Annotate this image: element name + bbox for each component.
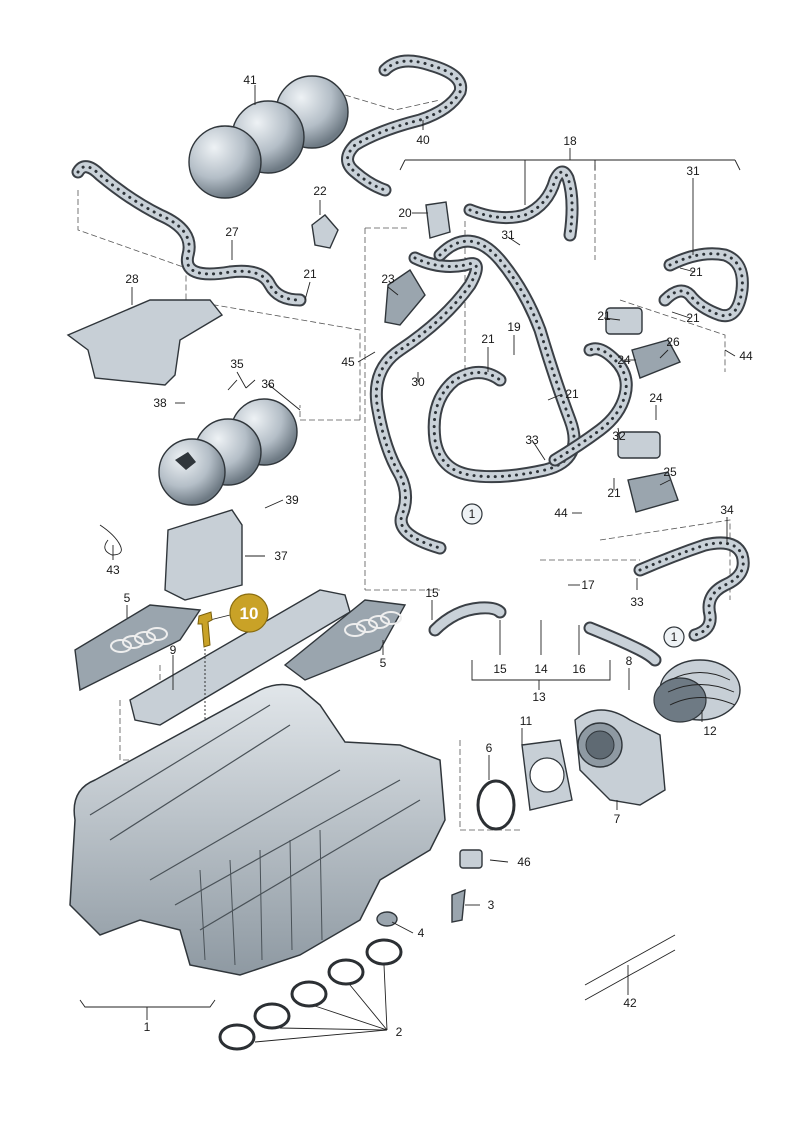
gasket-11 bbox=[521, 739, 573, 811]
label-21e: 21 bbox=[481, 332, 495, 346]
reservoir-35 bbox=[158, 398, 298, 506]
clip-22 bbox=[311, 214, 339, 249]
label-18: 18 bbox=[563, 134, 577, 148]
label-14: 14 bbox=[534, 662, 548, 676]
cable-ties-42 bbox=[584, 934, 676, 1001]
label-43: 43 bbox=[106, 563, 120, 577]
bracket-37 bbox=[164, 509, 243, 601]
label-28: 28 bbox=[125, 272, 139, 286]
intake-hose-12 bbox=[653, 659, 741, 723]
bracket-23 bbox=[384, 269, 426, 326]
label-46: 46 bbox=[517, 855, 531, 869]
label-33a: 33 bbox=[525, 433, 539, 447]
seal-rings bbox=[218, 779, 516, 1051]
label-1: 1 bbox=[144, 1020, 151, 1034]
label-21f: 21 bbox=[565, 387, 579, 401]
ref-circle-a bbox=[461, 503, 483, 525]
label-40: 40 bbox=[416, 133, 430, 147]
covers-5 bbox=[74, 599, 407, 692]
label-11: 11 bbox=[520, 714, 533, 728]
label-7: 7 bbox=[614, 812, 621, 826]
label-5b: 5 bbox=[380, 656, 387, 670]
ref-circle-b bbox=[663, 626, 685, 648]
label-21g: 21 bbox=[607, 486, 621, 500]
label-41: 41 bbox=[243, 73, 257, 87]
label-15a: 15 bbox=[425, 586, 439, 600]
throttle-body-7 bbox=[574, 709, 666, 806]
label-5a: 5 bbox=[124, 591, 131, 605]
label-27: 27 bbox=[225, 225, 239, 239]
label-24a: 24 bbox=[617, 353, 631, 367]
label-30: 30 bbox=[411, 375, 425, 389]
label-33b: 33 bbox=[630, 595, 644, 609]
label-44b: 44 bbox=[554, 506, 568, 520]
label-12: 12 bbox=[703, 724, 717, 738]
label-1-ref-b: 1 bbox=[671, 630, 678, 644]
label-36: 36 bbox=[261, 377, 275, 391]
label-6: 6 bbox=[486, 741, 493, 755]
label-3: 3 bbox=[488, 898, 495, 912]
highlight-badge: 10 bbox=[229, 593, 269, 633]
label-1-ref-a: 1 bbox=[469, 507, 476, 521]
bracket-28 bbox=[66, 299, 224, 386]
label-13: 13 bbox=[532, 690, 546, 704]
label-21a: 21 bbox=[689, 265, 703, 279]
label-39: 39 bbox=[285, 493, 299, 507]
label-23: 23 bbox=[381, 272, 395, 286]
label-37: 37 bbox=[274, 549, 288, 563]
label-21b: 21 bbox=[303, 267, 317, 281]
label-42: 42 bbox=[623, 996, 637, 1010]
label-35: 35 bbox=[230, 357, 244, 371]
label-22: 22 bbox=[313, 184, 327, 198]
label-8: 8 bbox=[626, 654, 633, 668]
highlight-label: 10 bbox=[240, 604, 259, 623]
label-44a: 44 bbox=[739, 349, 753, 363]
label-15b: 15 bbox=[493, 662, 507, 676]
label-24b: 24 bbox=[649, 391, 663, 405]
screw-10 bbox=[197, 611, 213, 648]
clip-43 bbox=[99, 524, 122, 556]
dashed-guides bbox=[77, 94, 731, 831]
label-21c: 21 bbox=[597, 309, 611, 323]
label-4: 4 bbox=[418, 926, 425, 940]
label-16: 16 bbox=[572, 662, 586, 676]
label-34: 34 bbox=[720, 503, 734, 517]
label-9: 9 bbox=[170, 643, 177, 657]
label-21d: 21 bbox=[686, 311, 700, 325]
label-19: 19 bbox=[507, 320, 521, 334]
label-2: 2 bbox=[396, 1025, 403, 1039]
label-38: 38 bbox=[153, 396, 167, 410]
clip-20 bbox=[425, 201, 451, 239]
label-45: 45 bbox=[341, 355, 355, 369]
label-20: 20 bbox=[398, 206, 412, 220]
label-25: 25 bbox=[663, 465, 677, 479]
label-26: 26 bbox=[666, 335, 680, 349]
hoses bbox=[71, 54, 750, 667]
label-32: 32 bbox=[612, 429, 626, 443]
bolt-3 bbox=[451, 888, 466, 923]
intake-manifold-1 bbox=[69, 683, 446, 976]
part-labels: 41 40 18 31 22 20 27 31 21 28 21 23 21 2… bbox=[106, 73, 753, 1039]
sensor-46 bbox=[459, 849, 483, 869]
reservoir-41 bbox=[188, 75, 349, 199]
label-17: 17 bbox=[581, 578, 595, 592]
valves bbox=[605, 307, 681, 513]
label-31a: 31 bbox=[686, 164, 700, 178]
leader-lines bbox=[79, 85, 741, 1043]
label-31b: 31 bbox=[501, 228, 515, 242]
